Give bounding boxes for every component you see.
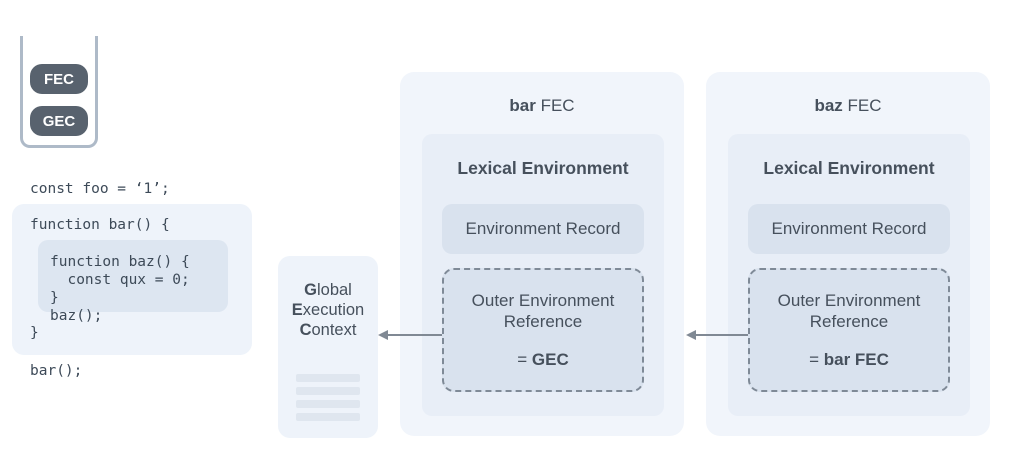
lexical-environment-title: Lexical Environment — [457, 158, 629, 178]
baz-scope-highlight — [38, 240, 228, 312]
code-line-qux: const qux = 0; — [50, 272, 190, 288]
stack-frame-fec: FEC — [30, 64, 88, 94]
global-execution-context: Global Execution Context — [278, 256, 378, 438]
code-line-foo: const foo = ‘1’; — [30, 181, 170, 197]
gec-placeholder-line — [296, 374, 360, 382]
arrow-baz-to-bar — [686, 330, 748, 340]
code-line-bar-open: function bar() { — [30, 217, 170, 233]
outer-environment-reference: Outer Environment Reference = bar FEC — [748, 268, 950, 392]
outer-reference-value: = bar FEC — [809, 350, 889, 369]
bar-fec-title: bar FEC — [509, 96, 575, 115]
code-line-bar-call: bar(); — [30, 363, 83, 379]
arrow-bar-to-gec — [378, 330, 442, 340]
outer-reference-value: = GEC — [517, 350, 569, 369]
code-line-baz-call: baz(); — [50, 308, 103, 324]
code-line-baz-close: } — [50, 290, 59, 306]
gec-title: Global Execution Context — [291, 281, 365, 339]
gec-placeholder-line — [296, 400, 360, 408]
baz-fec-panel: baz FEC Lexical Environment Environment … — [706, 72, 990, 436]
bar-lexical-environment: Lexical Environment Environment Record O… — [422, 134, 664, 416]
baz-fec-title: baz FEC — [814, 96, 882, 115]
baz-lexical-environment: Lexical Environment Environment Record O… — [728, 134, 970, 416]
gec-placeholder-line — [296, 387, 360, 395]
bar-fec-panel: bar FEC Lexical Environment Environment … — [400, 72, 684, 436]
gec-placeholder-line — [296, 413, 360, 421]
lexical-environment-title: Lexical Environment — [763, 158, 935, 178]
outer-reference-label: Outer Environment Reference — [471, 291, 615, 331]
code-line-baz-open: function baz() { — [50, 254, 190, 270]
environment-record: Environment Record — [442, 204, 644, 254]
call-stack: FEC GEC — [20, 36, 98, 148]
environment-record: Environment Record — [748, 204, 950, 254]
outer-reference-label: Outer Environment Reference — [777, 291, 921, 331]
stack-frame-gec: GEC — [30, 106, 88, 136]
code-line-bar-close: } — [30, 325, 39, 341]
outer-environment-reference: Outer Environment Reference = GEC — [442, 268, 644, 392]
